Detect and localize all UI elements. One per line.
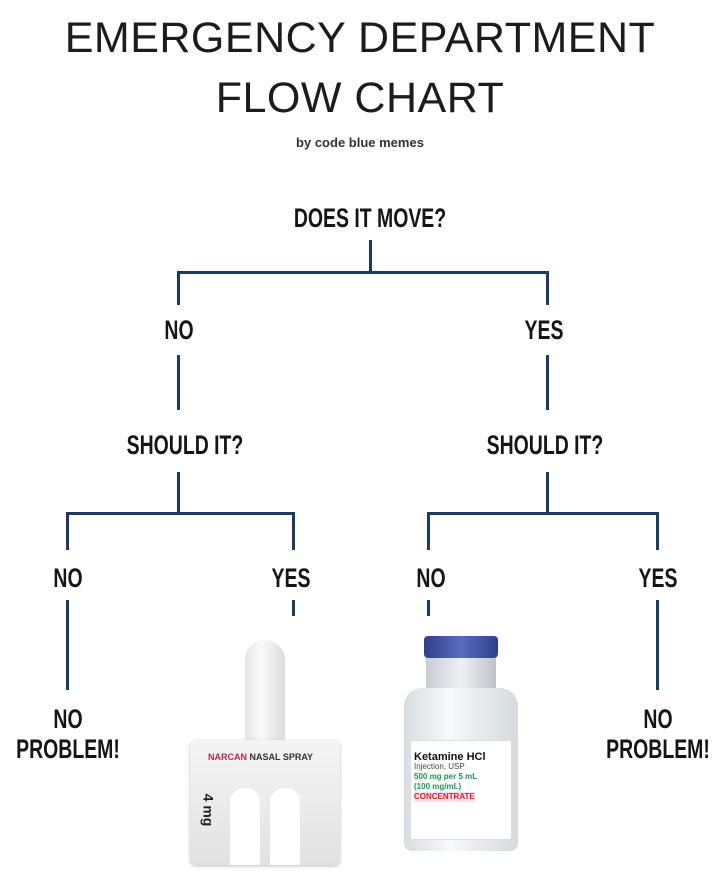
ketamine-dose: 500 mg per 5 mL	[414, 772, 478, 781]
outcome-right-line1: NO	[643, 704, 673, 734]
vial-body: Ketamine HCl Injection, USP 500 mg per 5…	[404, 688, 518, 851]
finger-hole	[230, 788, 260, 865]
vial-cap	[424, 636, 498, 658]
connector	[656, 512, 659, 550]
leaf-no-left: NO	[53, 563, 83, 593]
vial-neck	[426, 658, 496, 688]
connector	[546, 271, 549, 305]
right-question: SHOULD IT?	[486, 430, 604, 460]
narcan-nasal-spray-image: NARCAN NASAL SPRAY 4 mg	[190, 640, 340, 865]
connector	[66, 512, 295, 515]
branch-yes: YES	[524, 315, 564, 345]
outcome-right-line2: PROBLEM!	[606, 734, 710, 764]
connector	[656, 600, 659, 690]
leaf-no-right: NO	[416, 563, 446, 593]
connector	[427, 512, 430, 550]
connector	[292, 600, 295, 616]
connector	[292, 512, 295, 550]
narcan-brand: NARCAN	[208, 752, 247, 762]
leaf-yes-right: YES	[638, 563, 678, 593]
branch-no: NO	[164, 315, 194, 345]
connector	[369, 240, 372, 273]
connector	[177, 271, 549, 274]
connector	[66, 600, 69, 690]
connector	[177, 472, 180, 514]
root-question: DOES IT MOVE?	[293, 203, 447, 233]
narcan-name: NASAL SPRAY	[249, 752, 314, 762]
connector	[66, 512, 69, 550]
outcome-left-line2: PROBLEM!	[16, 734, 120, 764]
ketamine-sub: Injection, USP	[414, 762, 465, 771]
subtitle: by code blue memes	[296, 135, 424, 150]
plunger-body: NARCAN NASAL SPRAY 4 mg	[190, 740, 340, 865]
ketamine-name: Ketamine HCl	[414, 751, 486, 763]
title-line-1: EMERGENCY DEPARTMENT	[64, 14, 656, 62]
outcome-left-line1: NO	[53, 704, 83, 734]
left-question: SHOULD IT?	[126, 430, 244, 460]
connector	[546, 355, 549, 410]
finger-hole	[270, 788, 300, 865]
title-line-2: FLOW CHART	[215, 74, 505, 122]
ketamine-vial-image: Ketamine HCl Injection, USP 500 mg per 5…	[402, 636, 520, 851]
narcan-dose: 4 mg	[200, 793, 217, 827]
leaf-yes-left: YES	[271, 563, 311, 593]
connector	[427, 600, 430, 616]
connector	[177, 355, 180, 410]
connector	[546, 472, 549, 514]
ketamine-conc: (100 mg/mL)	[414, 782, 462, 791]
connector	[177, 271, 180, 305]
ketamine-tag: CONCENTRATE	[414, 792, 475, 802]
connector	[427, 512, 659, 515]
